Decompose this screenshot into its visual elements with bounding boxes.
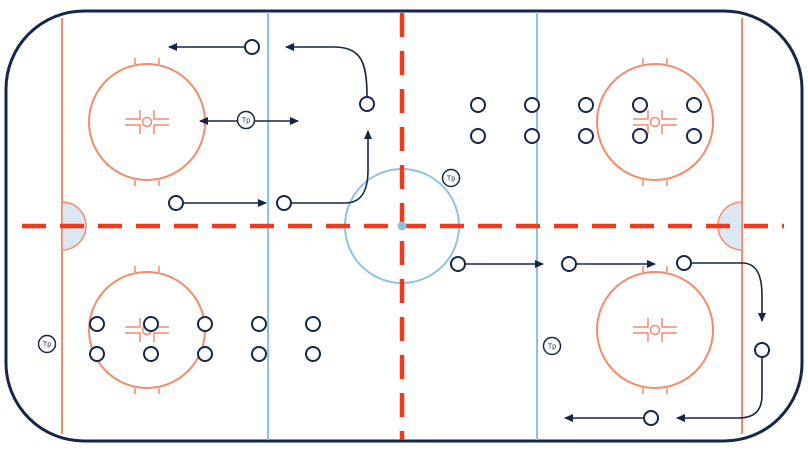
player-marker — [359, 96, 375, 112]
player-marker — [168, 195, 184, 211]
player-marker — [470, 97, 486, 113]
center-faceoff-dot — [397, 221, 407, 231]
drill-arrow — [292, 130, 372, 204]
player-marker — [632, 128, 648, 144]
player-marker — [450, 256, 466, 272]
player-marker — [524, 97, 540, 113]
player-marker — [89, 346, 105, 362]
player-marker — [578, 128, 594, 144]
player-marker — [197, 346, 213, 362]
drill-arrow — [692, 262, 766, 322]
player-marker — [561, 256, 577, 272]
player-marker — [632, 97, 648, 113]
svg-text:Tp: Tp — [43, 342, 51, 349]
coach-marker: Tp — [37, 334, 57, 354]
player-marker — [305, 346, 321, 362]
player-marker — [524, 128, 540, 144]
player-marker — [89, 316, 105, 332]
player-marker — [676, 255, 692, 271]
player-marker — [470, 128, 486, 144]
player-marker — [197, 316, 213, 332]
player-marker — [244, 39, 260, 55]
player-marker — [686, 128, 702, 144]
player-marker — [754, 342, 770, 358]
player-marker — [143, 346, 159, 362]
svg-text:Tp: Tp — [548, 344, 556, 351]
coach-marker: Tp — [542, 336, 562, 356]
player-marker — [143, 316, 159, 332]
player-marker — [305, 316, 321, 332]
drill-arrow — [285, 43, 368, 97]
coach-marker: Tp — [236, 110, 256, 130]
player-marker — [578, 97, 594, 113]
player-marker — [251, 346, 267, 362]
faceoff-circle-top-right — [596, 58, 714, 186]
svg-text:Tp: Tp — [242, 118, 250, 125]
svg-text:Tp: Tp — [447, 176, 455, 183]
player-marker — [276, 195, 292, 211]
faceoff-circle-bottom-right — [596, 266, 714, 394]
drill-arrow — [676, 358, 763, 422]
coach-marker: Tp — [441, 168, 461, 188]
player-marker — [686, 97, 702, 113]
player-marker — [643, 410, 659, 426]
player-marker — [251, 316, 267, 332]
